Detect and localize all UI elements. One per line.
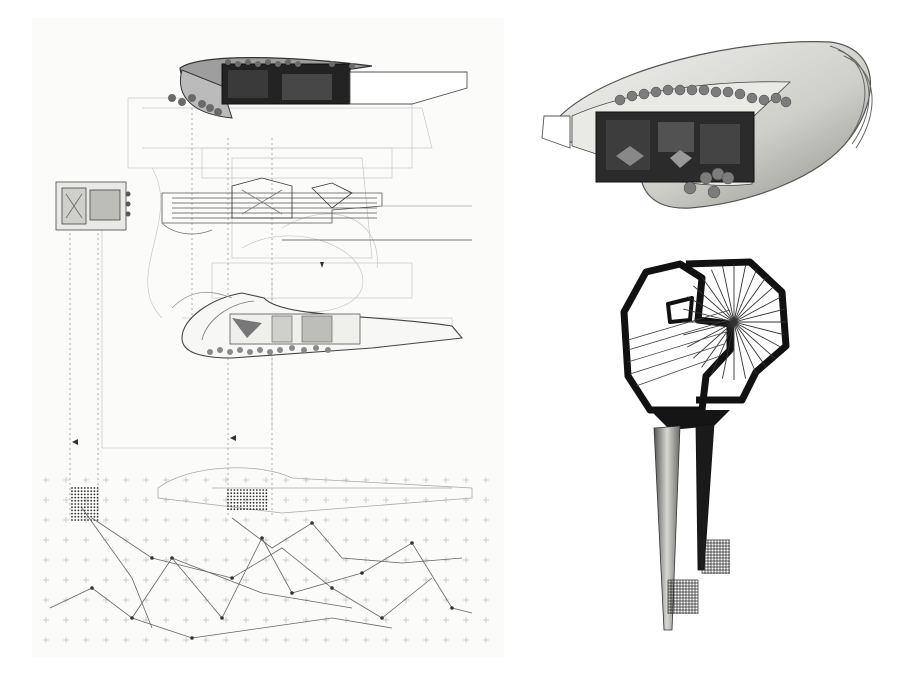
constellation-network	[49, 507, 473, 639]
radial-spokes	[682, 264, 786, 380]
small-markers	[72, 262, 324, 445]
elevation-band	[161, 177, 472, 235]
side-elevation-block	[55, 181, 131, 231]
constellation-nodes	[90, 521, 454, 640]
pod-plan-top	[168, 57, 468, 119]
pod-interior	[541, 81, 791, 186]
construction-lines	[101, 97, 453, 449]
ground-line	[157, 467, 473, 514]
tower-frame	[620, 258, 790, 414]
pod-crowd	[614, 84, 792, 199]
tower-leg-left	[653, 425, 681, 631]
pod-section-lower	[171, 291, 464, 359]
orthographic-drawing-sheet	[32, 18, 504, 658]
rail-lines	[627, 309, 731, 387]
pod-section-render	[530, 28, 880, 228]
dot-matrix-left	[71, 487, 99, 521]
tower-render-canvas	[620, 258, 790, 631]
hatch-grid-lower	[667, 579, 699, 614]
tower-elevation-render	[610, 250, 810, 640]
pod-render-canvas	[541, 41, 873, 209]
dot-matrix-center	[227, 489, 268, 511]
hatch-grid-upper	[701, 539, 730, 574]
drawing-sheet-canvas	[43, 57, 489, 643]
survey-cross-grid	[43, 477, 489, 643]
